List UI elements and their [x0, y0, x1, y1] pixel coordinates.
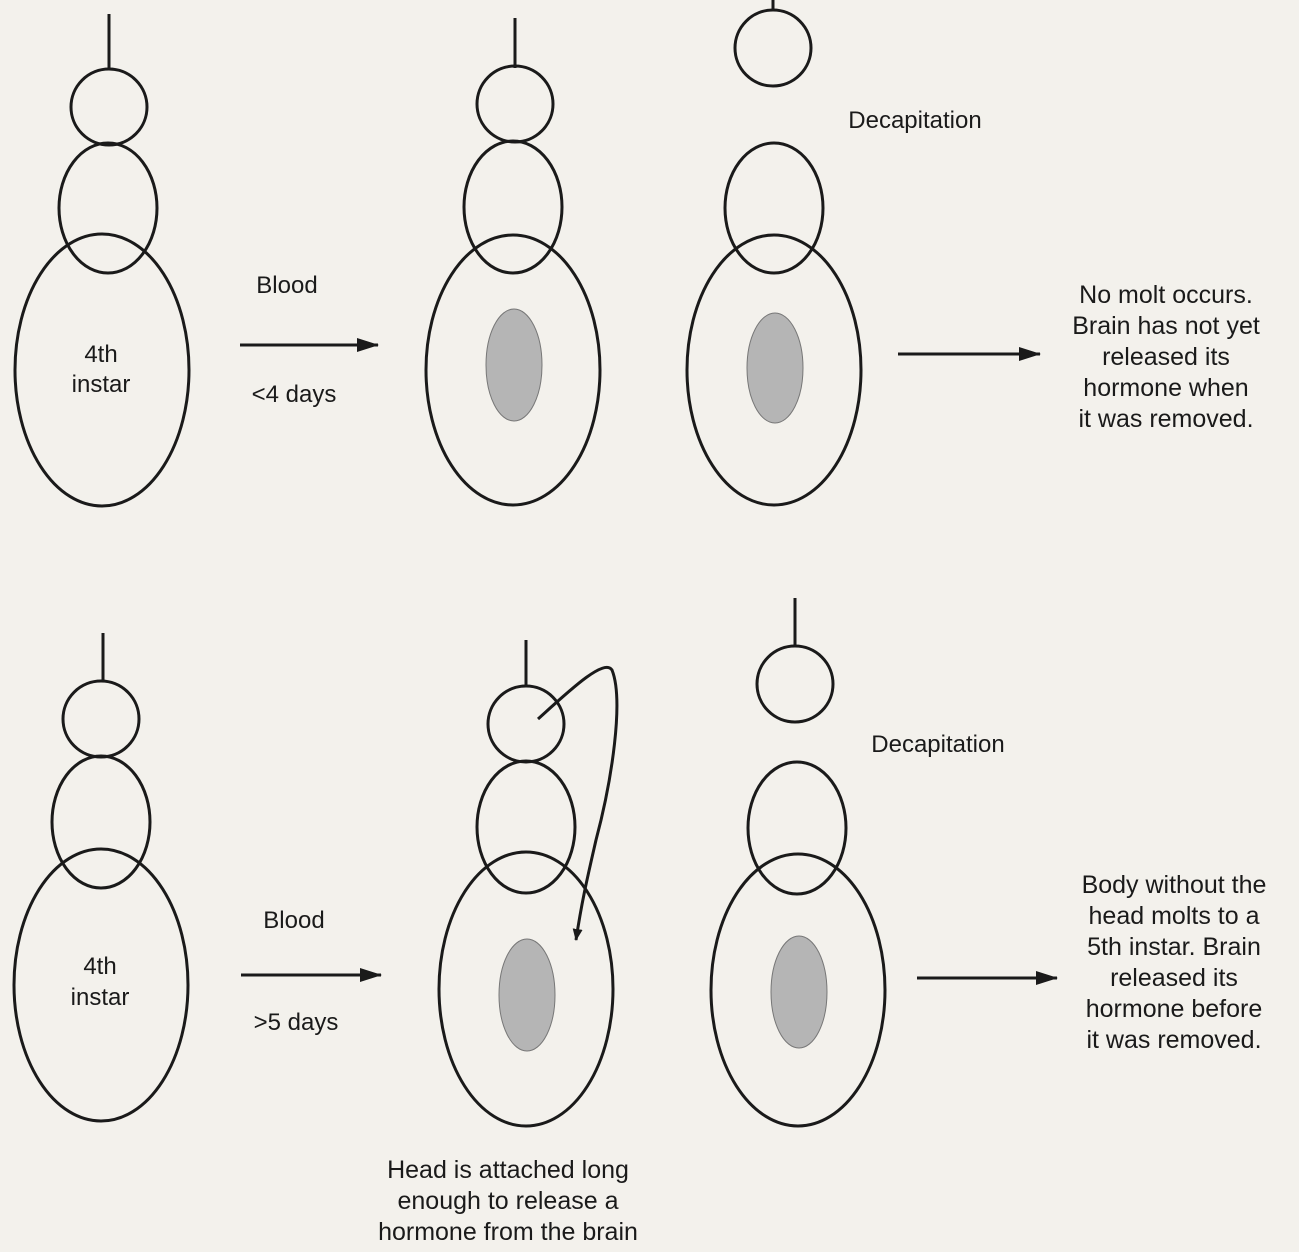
bottom-result-line2: head molts to a: [1089, 902, 1260, 930]
top-larva3-severed-head: [735, 10, 811, 86]
bottom-larva1-head: [63, 681, 139, 757]
top-larva2-head: [477, 66, 553, 142]
bottom-larva2-head: [488, 686, 564, 762]
top-blood-transfer: Blood <4 days: [240, 272, 378, 408]
bottom-larva-decapitated: Decapitation: [711, 598, 1005, 1126]
top-larva3-thorax: [725, 143, 823, 273]
top-larva1-thorax: [59, 143, 157, 273]
top-larva-decapitated: Decapitation: [687, 0, 982, 505]
top-stage-label-line1: 4th: [84, 341, 117, 368]
bottom-blood-transfer: Blood >5 days: [241, 907, 381, 1036]
bottom-larva-intact: 4th instar: [14, 633, 188, 1121]
top-arrow-label-blood: Blood: [256, 272, 317, 299]
top-arrow-label-time: <4 days: [252, 381, 337, 408]
bottom-caption: Head is attached long enough to release …: [378, 1156, 638, 1246]
bottom-larva3-severed-head: [757, 646, 833, 722]
bottom-arrow-label-blood: Blood: [263, 907, 324, 934]
top-larva-recipient: [426, 18, 600, 505]
bottom-result-text: Body without the head molts to a 5th ins…: [1082, 871, 1267, 1054]
bottom-stage-label-line1: 4th: [83, 953, 116, 980]
hormone-path-arrow: [538, 667, 617, 940]
top-result-text: No molt occurs. Brain has not yet releas…: [1072, 281, 1260, 433]
bottom-result-line3: 5th instar. Brain: [1087, 933, 1261, 961]
top-larva1-abdomen: [15, 234, 189, 506]
bottom-caption-line2: enough to release a: [397, 1187, 618, 1215]
top-larva2-gland: [486, 309, 542, 421]
bottom-caption-line3: hormone from the brain: [378, 1218, 638, 1246]
bottom-result-line6: it was removed.: [1086, 1026, 1261, 1054]
top-larva2-thorax: [464, 141, 562, 273]
top-larva3-gland: [747, 313, 803, 423]
top-procedure-label: Decapitation: [848, 107, 981, 134]
bottom-arrow-label-time: >5 days: [254, 1009, 339, 1036]
bottom-larva2-gland: [499, 939, 555, 1051]
bottom-larva1-thorax: [52, 756, 150, 888]
top-larva1-head: [71, 69, 147, 145]
top-stage-label-line2: instar: [72, 371, 131, 398]
bottom-result-line4: released its: [1110, 964, 1238, 992]
top-result-line3: released its: [1102, 343, 1230, 371]
top-result-line2: Brain has not yet: [1072, 312, 1260, 340]
bottom-larva3-thorax: [748, 762, 846, 894]
bottom-larva3-gland: [771, 936, 827, 1048]
bottom-caption-line1: Head is attached long: [387, 1156, 629, 1184]
bottom-larva-recipient: [439, 640, 617, 1126]
bottom-stage-label-line2: instar: [71, 984, 130, 1011]
bottom-larva2-thorax: [477, 761, 575, 893]
bottom-result-line5: hormone before: [1086, 995, 1263, 1023]
top-result-line1: No molt occurs.: [1079, 281, 1253, 309]
bottom-procedure-label: Decapitation: [871, 731, 1004, 758]
bottom-result-line1: Body without the: [1082, 871, 1267, 899]
top-result-line4: hormone when: [1083, 374, 1248, 402]
top-larva-intact: 4th instar: [15, 14, 189, 506]
top-result-line5: it was removed.: [1078, 405, 1253, 433]
